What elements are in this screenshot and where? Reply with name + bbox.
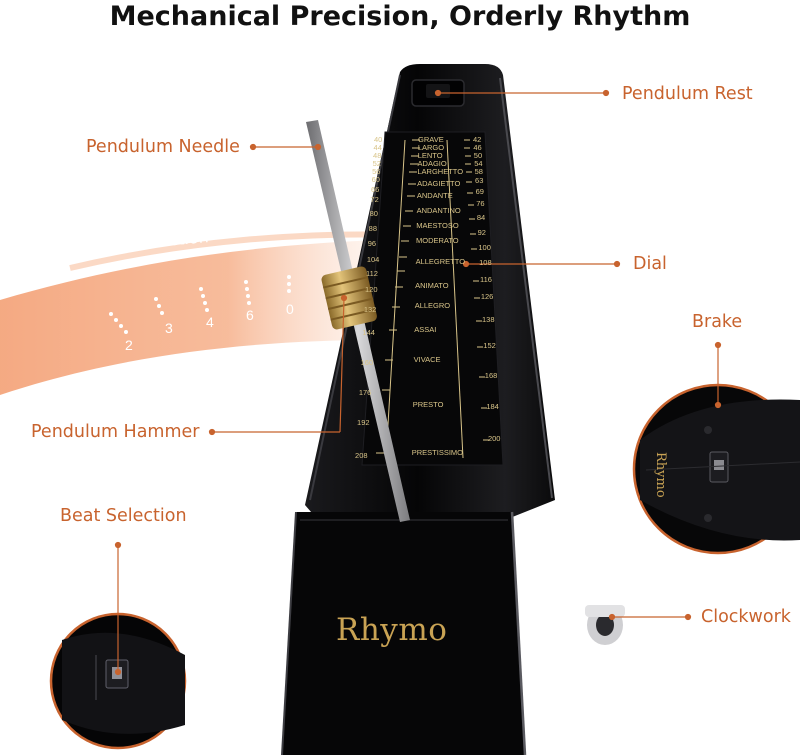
tempo-term: ADAGIO <box>417 159 447 168</box>
label-brake: Brake <box>692 312 743 332</box>
dial-number: 56 <box>372 167 381 176</box>
metronome-base <box>282 512 525 755</box>
label-beat-selection: Beat Selection <box>60 506 187 526</box>
dial-number: 88 <box>368 224 378 233</box>
tempo-term: LARGHETTO <box>417 167 464 176</box>
beat-value: 0 <box>286 301 294 317</box>
label-pendulum-rest: Pendulum Rest <box>622 84 753 104</box>
dial-number: 184 <box>486 402 499 411</box>
dial-number: 54 <box>474 159 483 168</box>
dial-number: 100 <box>478 243 491 252</box>
dial-ticks <box>376 139 489 459</box>
tempo-term: ASSAI <box>414 325 437 334</box>
label-clockwork: Clockwork <box>701 607 791 627</box>
dial-number: 108 <box>479 258 492 267</box>
dial-number: 126 <box>480 292 494 301</box>
dial-number: 48 <box>373 151 382 160</box>
label-pendulum-hammer: Pendulum Hammer <box>31 422 200 442</box>
dial-number: 72 <box>370 195 379 204</box>
brake-inset <box>632 383 800 555</box>
dial-number: 192 <box>357 418 370 427</box>
tempo-term: ANDANTE <box>416 191 453 200</box>
tempo-term: ADAGIETTO <box>417 179 461 188</box>
dial-number: 44 <box>373 143 382 152</box>
clockwork-key <box>585 605 625 645</box>
beat-selection-band <box>0 240 380 395</box>
dial-number: 52 <box>372 159 381 168</box>
dial-number: 132 <box>363 305 377 314</box>
label-dial: Dial <box>633 254 667 274</box>
dial-number: 144 <box>362 328 375 337</box>
dial-number: 120 <box>365 285 378 294</box>
dial-number: 66 <box>371 185 380 194</box>
dial-number: 80 <box>369 209 378 218</box>
dial-number: 104 <box>366 255 380 264</box>
dial-number: 112 <box>365 269 378 278</box>
tempo-term: ALLEGRO <box>414 301 451 310</box>
beat-value: 3 <box>165 320 173 336</box>
beat-value: 4 <box>206 314 214 330</box>
label-pendulum-needle: Pendulum Needle <box>86 137 240 157</box>
callout-lines <box>114 89 722 676</box>
dial-number: 50 <box>473 151 483 160</box>
brand-logo: Rhymo <box>336 612 448 648</box>
beat-value: 6 <box>246 307 254 323</box>
tempo-term: GRAVE <box>418 135 444 144</box>
dial-number: 92 <box>477 228 486 237</box>
dial-number: 160 <box>360 358 374 367</box>
dial-number: 84 <box>476 213 486 222</box>
dial-number: 63 <box>475 176 484 185</box>
tempo-term: VIVACE <box>413 355 441 364</box>
dial-number: 96 <box>367 239 377 248</box>
tempo-term: MODERATO <box>415 236 459 245</box>
beat-value: 2 <box>125 337 133 353</box>
beat-dots <box>109 275 291 334</box>
page-title: Mechanical Precision, Orderly Rhythm <box>109 1 691 32</box>
dial-number: 42 <box>473 135 482 144</box>
dial-number: 60 <box>371 175 380 184</box>
brand-logo-inset: Rhymo <box>653 452 668 498</box>
pendulum-hammer <box>321 266 377 330</box>
dial-number: 40 <box>374 135 383 144</box>
tempo-term: ANIMATO <box>415 281 449 290</box>
dial-number: 208 <box>355 451 368 460</box>
dial-number: 58 <box>474 167 483 176</box>
tempo-term: LENTO <box>417 151 443 160</box>
dial-number: 116 <box>480 275 492 284</box>
tempo-term: PRESTISSIMO <box>411 448 464 457</box>
dial-number: 69 <box>475 187 484 196</box>
tempo-term: LARGO <box>417 143 445 152</box>
dial-number: 152 <box>483 341 496 350</box>
tempo-term: ALLEGRETTO <box>415 257 466 266</box>
dial-number: 138 <box>482 315 495 324</box>
dial-number: 76 <box>476 199 485 208</box>
dial-number: 168 <box>484 371 498 380</box>
tempo-term: ANDANTINO <box>416 206 461 215</box>
tempo-term: MAESTOSO <box>416 221 459 230</box>
dial-number: 46 <box>473 143 482 152</box>
tempo-term: PRESTO <box>412 400 444 409</box>
dial-number: 200 <box>487 434 501 443</box>
dial-number: 176 <box>358 388 372 397</box>
